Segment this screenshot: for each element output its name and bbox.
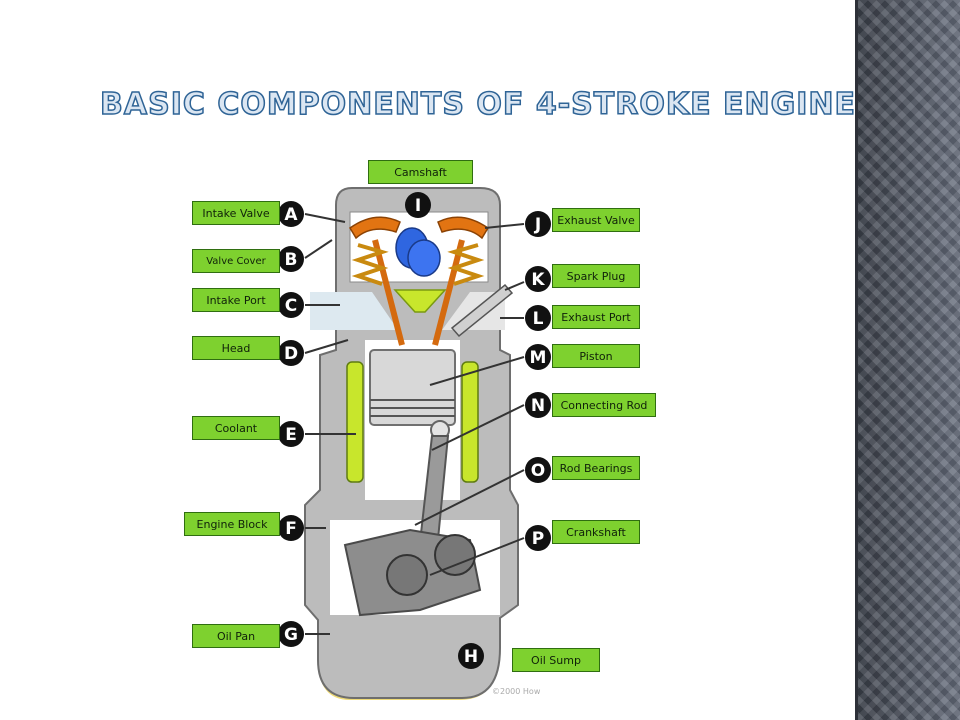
badge-d — [278, 340, 304, 366]
leader-p — [429, 537, 525, 576]
intake-rocker-arm — [349, 216, 401, 240]
badge-i-text: I — [415, 196, 421, 216]
badge-l-text: L — [533, 309, 544, 329]
label-engine-block: Engine Block — [184, 512, 280, 536]
badge-e-text: E — [285, 425, 297, 445]
badge-o — [525, 457, 551, 483]
badge-a-text: A — [284, 205, 298, 225]
badge-i — [405, 192, 431, 218]
badge-c-text: C — [285, 296, 297, 316]
leader-a — [304, 213, 346, 223]
badge-g — [278, 621, 304, 647]
copyright-text: ©2000 How — [492, 687, 541, 696]
label-connecting-rod: Connecting Rod — [552, 393, 656, 417]
intake-port-channel — [310, 292, 398, 330]
leader-lines — [304, 213, 525, 635]
piston-body — [369, 349, 456, 426]
label-oil-pan: Oil Pan — [192, 624, 280, 648]
exhaust-rocker-arm — [437, 216, 490, 240]
camshaft-lobe-2 — [407, 239, 441, 277]
badge-j-text: J — [534, 215, 541, 235]
label-coolant: Coolant — [192, 416, 280, 440]
badge-j — [525, 211, 551, 237]
label-exhaust-valve: Exhaust Valve — [552, 208, 640, 232]
badge-f-text: F — [285, 519, 297, 539]
leader-m — [429, 356, 525, 386]
crank-journal — [386, 554, 428, 596]
spark-plug-shape — [450, 283, 514, 338]
label-head: Head — [192, 336, 280, 360]
label-piston: Piston — [552, 344, 640, 368]
coolant-jacket-right — [461, 361, 479, 483]
badge-a — [278, 201, 304, 227]
badge-m — [525, 344, 551, 370]
badge-n-text: N — [531, 396, 545, 416]
leader-j — [484, 223, 525, 229]
leader-d — [304, 339, 349, 354]
badge-b — [278, 246, 304, 272]
label-oil-sump: Oil Sump — [512, 648, 600, 672]
combustion-chamber — [393, 289, 447, 313]
intake-valve-spring — [351, 243, 389, 286]
badge-k-text: K — [531, 270, 545, 290]
label-camshaft: Camshaft — [368, 160, 473, 184]
label-rod-bearings: Rod Bearings — [552, 456, 640, 480]
badge-c — [278, 292, 304, 318]
badge-m-text: M — [530, 348, 547, 368]
badge-b-text: B — [285, 250, 298, 270]
coolant-jacket-left — [346, 361, 364, 483]
badge-n — [525, 392, 551, 418]
badge-k — [525, 266, 551, 292]
badge-h — [458, 643, 484, 669]
badge-p-text: P — [532, 529, 544, 549]
badge-o-text: O — [531, 461, 545, 481]
badge-l — [525, 305, 551, 331]
badge-d-text: D — [284, 344, 298, 364]
exhaust-valve-spring — [447, 243, 485, 286]
badge-h-text: H — [464, 647, 478, 667]
decorative-side-panel — [855, 0, 960, 720]
badge-g-text: G — [284, 625, 298, 645]
label-intake-valve: Intake Valve — [192, 201, 280, 225]
label-valve-cover: Valve Cover — [192, 249, 280, 273]
crank-pin — [434, 534, 476, 576]
leader-n — [431, 404, 525, 451]
leader-o — [414, 469, 525, 526]
label-intake-port: Intake Port — [192, 288, 280, 312]
letter-badges: A B C D E F G H I J K L M N — [278, 192, 551, 669]
label-exhaust-port: Exhaust Port — [552, 305, 640, 329]
slide-title: Basic Components of 4-Stroke Engine — [99, 86, 857, 123]
badge-f — [278, 515, 304, 541]
exhaust-valve-stem — [432, 239, 465, 346]
badge-e — [278, 421, 304, 447]
leader-k — [504, 281, 525, 291]
intake-valve-stem — [372, 239, 405, 346]
badge-p — [525, 525, 551, 551]
leader-b — [304, 239, 333, 259]
label-spark-plug: Spark Plug — [552, 264, 640, 288]
label-crankshaft: Crankshaft — [552, 520, 640, 544]
